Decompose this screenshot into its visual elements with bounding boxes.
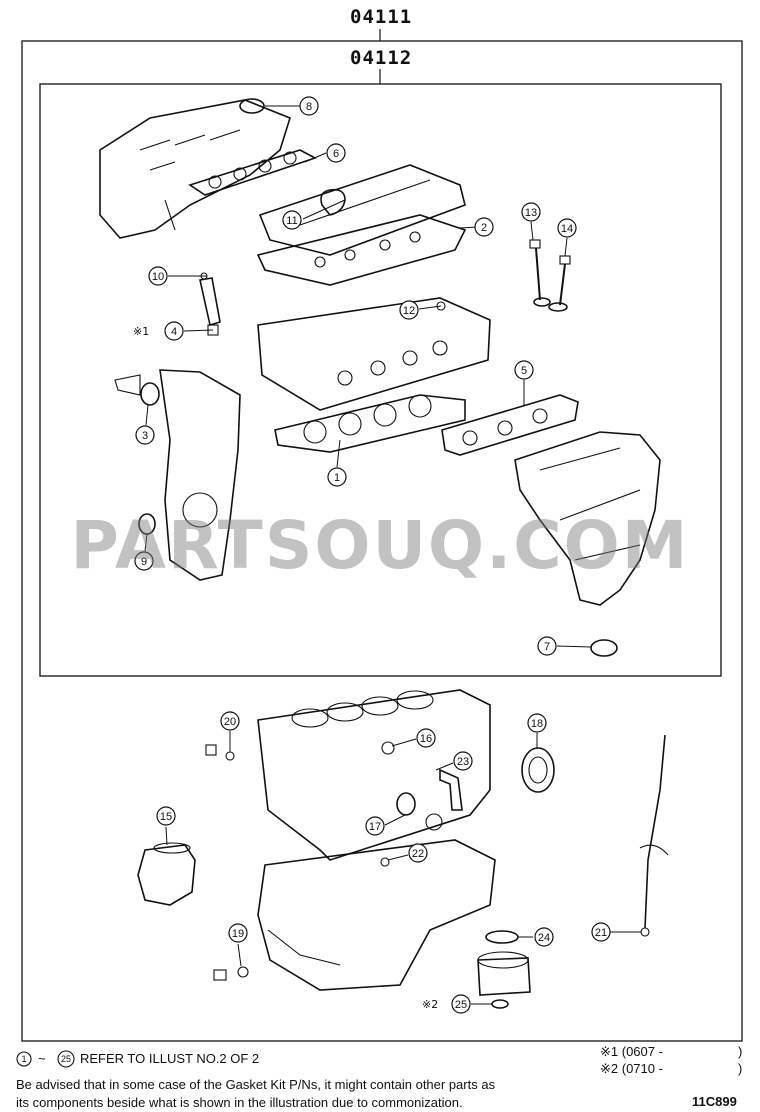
advisory-line-1: Be advised that in some case of the Gask…: [16, 1077, 496, 1092]
head-cover-gasket-drawing: [256, 214, 467, 286]
svg-text:4: 4: [171, 326, 177, 338]
svg-text:11: 11: [286, 215, 297, 227]
callout-20: 20: [220, 711, 240, 731]
cylinder-head-gasket-drawing: [274, 394, 466, 453]
advisory-line-2: its components beside what is shown in t…: [16, 1095, 463, 1110]
svg-text:7: 7: [544, 641, 550, 653]
callout-24: 24: [534, 927, 554, 947]
cylinder-block-drawing: [257, 689, 491, 861]
svg-text:18: 18: [531, 718, 543, 730]
callout-13: 13: [521, 202, 541, 222]
svg-text:1: 1: [334, 472, 340, 484]
callout-5: 5: [514, 360, 534, 380]
mark-note-2: ※2: [422, 998, 438, 1011]
intake-manifold-drawing: [99, 99, 291, 239]
callout-10: 10: [148, 266, 168, 286]
callout-22: 22: [408, 843, 428, 863]
callout-16: 16: [416, 728, 436, 748]
svg-text:3: 3: [142, 430, 148, 442]
valve-intake-drawing: [535, 247, 541, 301]
kit-number-outer: 04111: [350, 6, 413, 28]
callout-11: 11: [282, 210, 302, 230]
callout-15: 15: [156, 806, 176, 826]
svg-text:15: 15: [160, 811, 172, 823]
cylinder-head-cover-drawing: [258, 164, 466, 256]
svg-text:13: 13: [525, 207, 537, 219]
refer-range-start-circle: 1: [16, 1051, 32, 1067]
svg-text:1: 1: [21, 1054, 26, 1064]
svg-text:16: 16: [420, 733, 432, 745]
callout-18: 18: [527, 713, 547, 733]
svg-text:9: 9: [141, 556, 147, 568]
mark-note-1: ※1: [133, 325, 149, 338]
crank-front-seal-drawing: [138, 513, 156, 535]
oil-filler-cap-drawing: [320, 188, 346, 216]
callout-14: 14: [557, 218, 577, 238]
callout-23: 23: [453, 751, 473, 771]
svg-text:17: 17: [369, 821, 381, 833]
oil-pan-drawing: [257, 839, 496, 991]
svg-text:20: 20: [224, 716, 236, 728]
refer-range-end-circle: 25: [57, 1050, 75, 1068]
svg-text:25: 25: [61, 1054, 71, 1064]
svg-text:2: 2: [481, 222, 487, 234]
callout-21: 21: [591, 922, 611, 942]
callout-7: 7: [537, 636, 557, 656]
svg-text:23: 23: [457, 756, 469, 768]
kit-frame-outer: [21, 40, 743, 1042]
svg-text:10: 10: [152, 271, 164, 283]
callout-17: 17: [365, 816, 385, 836]
svg-text:22: 22: [412, 848, 424, 860]
callout-2: 2: [474, 217, 494, 237]
svg-text:21: 21: [595, 927, 607, 939]
exhaust-manifold-drawing: [514, 431, 661, 606]
refer-range-tilde: ~: [38, 1051, 46, 1066]
refer-note: REFER TO ILLUST NO.2 OF 2: [80, 1051, 260, 1066]
callout-6: 6: [326, 143, 346, 163]
callout-12: 12: [399, 300, 419, 320]
svg-text:24: 24: [538, 932, 550, 944]
callout-4: 4: [164, 321, 184, 341]
spark-plug-tube-drawing: [199, 277, 221, 327]
svg-text:14: 14: [561, 223, 573, 235]
svg-text:5: 5: [521, 365, 527, 377]
callout-9: 9: [134, 551, 154, 571]
crank-rear-seal-drawing: [521, 747, 555, 793]
date-note-1: ※1 (0607 -: [600, 1044, 663, 1059]
timing-cover-drawing: [159, 369, 241, 581]
callout-8: 8: [299, 96, 319, 116]
water-pump-drawing: [137, 844, 196, 906]
svg-text:12: 12: [403, 305, 415, 317]
exhaust-manifold-gasket-drawing: [441, 394, 579, 456]
callout-25: 25: [451, 994, 471, 1014]
kit-frame-inner: [39, 83, 722, 677]
throttle-seal-drawing: [239, 98, 265, 114]
oil-dipstick-drawing: [644, 734, 666, 929]
svg-text:6: 6: [333, 148, 339, 160]
oil-filter-drawing: [477, 957, 531, 996]
exhaust-pipe-gasket-drawing: [590, 639, 618, 657]
date-note-1-close: ): [738, 1044, 743, 1059]
callout-19: 19: [228, 923, 248, 943]
valve-exhaust-drawing: [559, 263, 566, 306]
date-note-2: ※2 (0710 -: [600, 1061, 663, 1076]
callout-1: 1: [327, 467, 347, 487]
kit-number-inner: 04112: [350, 47, 413, 69]
svg-text:25: 25: [455, 999, 467, 1011]
svg-text:8: 8: [306, 101, 312, 113]
svg-text:19: 19: [232, 928, 244, 940]
cylinder-head-drawing: [257, 297, 491, 411]
callout-3: 3: [135, 425, 155, 445]
date-note-2-close: ): [738, 1061, 743, 1076]
oil-filter-oring-drawing: [485, 930, 519, 944]
illustration-code: 11C899: [692, 1094, 737, 1109]
